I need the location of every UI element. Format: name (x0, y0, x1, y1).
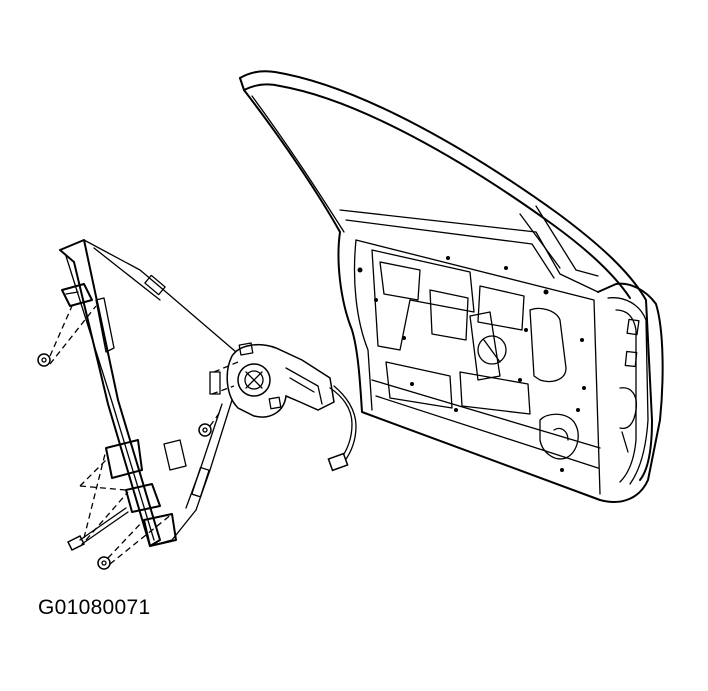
door-shell (239, 70, 664, 503)
regulator-motor (209, 342, 335, 418)
mounting-bolt (66, 449, 129, 552)
window-regulator (59, 239, 251, 547)
figure-code: G01080071 (38, 596, 151, 619)
mounting-nuts (37, 305, 221, 570)
motor-connector (327, 385, 357, 472)
